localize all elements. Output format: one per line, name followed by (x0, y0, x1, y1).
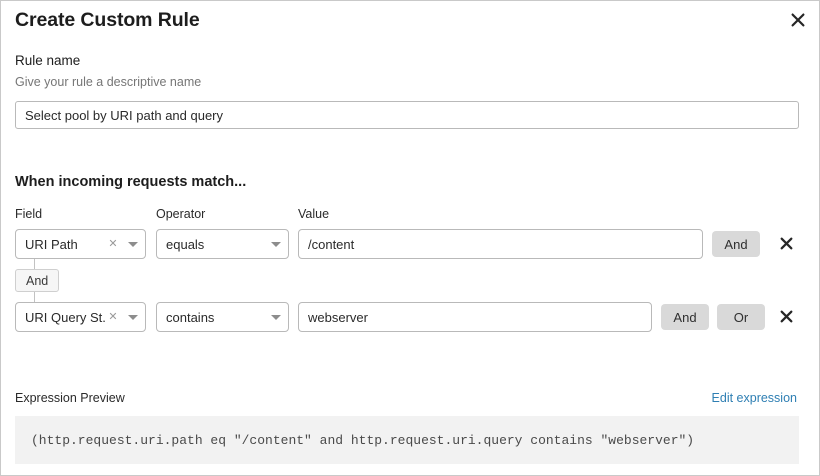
field-select-2[interactable]: URI Query St... ✕ (15, 302, 146, 332)
and-button-2[interactable]: And (661, 304, 709, 330)
expression-preview-box: (http.request.uri.path eq "/content" and… (15, 416, 799, 464)
rule-name-help-text: Give your rule a descriptive name (15, 75, 202, 89)
condition-row: URI Query St... ✕ contains And Or (1, 302, 819, 332)
delete-condition-icon-2[interactable] (775, 305, 797, 327)
close-icon[interactable] (785, 7, 811, 33)
value-input-1[interactable] (298, 229, 703, 259)
condition-row: URI Path ✕ equals And (1, 229, 819, 259)
clear-icon[interactable]: ✕ (108, 237, 118, 250)
chevron-down-icon[interactable] (264, 314, 288, 320)
group-connector-line-top (34, 259, 35, 269)
field-select-2-label: URI Query St... (25, 309, 105, 325)
group-connector-line-bottom (34, 292, 35, 302)
column-header-value: Value (298, 207, 330, 221)
rule-name-label: Rule name (15, 53, 81, 68)
chevron-down-icon[interactable] (121, 314, 145, 320)
clear-icon[interactable]: ✕ (108, 310, 118, 323)
operator-select-1[interactable]: equals (156, 229, 289, 259)
edit-expression-link[interactable]: Edit expression (711, 391, 797, 405)
or-button-2[interactable]: Or (717, 304, 765, 330)
match-section-heading: When incoming requests match... (15, 174, 247, 190)
column-header-field: Field (15, 207, 43, 221)
operator-select-1-label: equals (166, 236, 205, 252)
delete-condition-icon-1[interactable] (775, 232, 797, 254)
field-select-1[interactable]: URI Path ✕ (15, 229, 146, 259)
group-logic-and-chip[interactable]: And (15, 269, 60, 292)
operator-select-2-label: contains (166, 309, 215, 325)
value-input-2[interactable] (298, 302, 652, 332)
rule-name-input[interactable] (15, 101, 799, 129)
field-select-1-label: URI Path (25, 236, 78, 252)
chevron-down-icon[interactable] (264, 241, 288, 247)
and-button-1[interactable]: And (712, 231, 760, 257)
operator-select-2[interactable]: contains (156, 302, 289, 332)
chevron-down-icon[interactable] (121, 241, 145, 247)
column-header-operator: Operator (156, 207, 206, 221)
expression-preview-label: Expression Preview (15, 391, 125, 405)
expression-preview-text: (http.request.uri.path eq "/content" and… (31, 432, 695, 448)
page-title: Create Custom Rule (15, 9, 200, 31)
